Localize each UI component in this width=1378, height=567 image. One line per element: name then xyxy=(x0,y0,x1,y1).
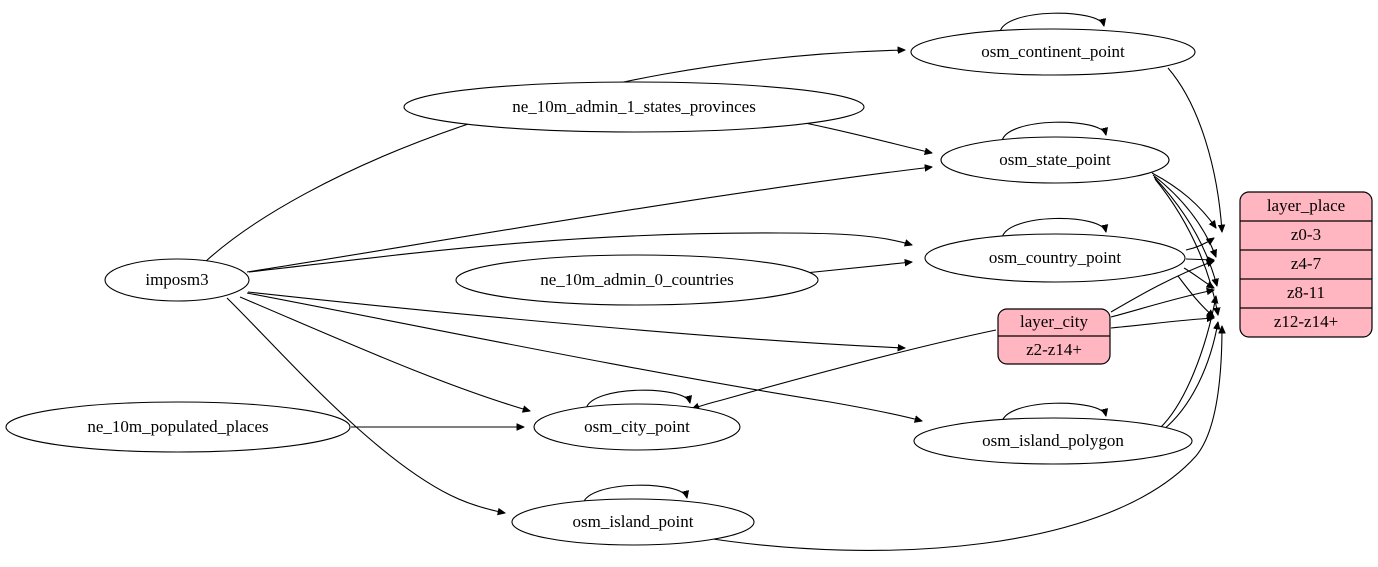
osm_city_point-ellipse[interactable] xyxy=(533,403,741,451)
osm_country_point-label: osm_country_point xyxy=(989,248,1121,267)
osm_city_point-label: osm_city_point xyxy=(584,417,690,436)
edge-imposm3-to-osm_city_point xyxy=(239,296,530,411)
selfloop-osm_island_polygon xyxy=(1001,402,1106,423)
ne_10m_admin_1_states_provinces-ellipse[interactable] xyxy=(403,81,865,133)
osm_continent_point-ellipse[interactable] xyxy=(910,28,1196,76)
edge-imposm3-to-layer_city xyxy=(247,291,905,348)
edge-osm_continent_point-to-layer_place-z0-3 xyxy=(1167,67,1222,232)
edge-osm_island_polygon-to-layer_place-z12 xyxy=(1162,322,1218,431)
edge-osm_island_point-to-layer_place-z12 xyxy=(699,326,1222,551)
osm_island_polygon-ellipse[interactable] xyxy=(913,417,1193,465)
edge-ne_countries-to-osm_country_point xyxy=(804,262,912,274)
edge-imposm3-to-osm_island_polygon xyxy=(246,292,922,421)
edge-osm_island_polygon-to-layer_place-z8-11 xyxy=(1159,296,1216,429)
osm_island_point-label: osm_island_point xyxy=(573,512,694,531)
node-osm_country_point[interactable]: osm_country_point xyxy=(924,233,1186,283)
node-osm_island_polygon[interactable]: osm_island_polygon xyxy=(913,417,1193,465)
edge-osm_state_point-to-layer_place-z0-3 xyxy=(1151,172,1216,228)
node-osm_city_point[interactable]: osm_city_point xyxy=(533,403,741,451)
node-layer_place[interactable]: layer_place z0-3 z4-7 z8-11 z12-z14+ xyxy=(1239,191,1373,338)
osm_country_point-ellipse[interactable] xyxy=(924,233,1186,283)
node-layer_city[interactable]: layer_city z2-z14+ xyxy=(997,308,1111,365)
edge-imposm3-to-osm_country_point xyxy=(248,232,912,273)
edge-osm_country_point-to-layer_place-z4-7 xyxy=(1185,259,1214,260)
node-osm_state_point[interactable]: osm_state_point xyxy=(940,136,1170,184)
edge-layer_city-to-layer_place-z12 xyxy=(1110,318,1214,329)
ne_10m_populated_places-label: ne_10m_populated_places xyxy=(87,417,268,436)
layer_place-box[interactable] xyxy=(1239,191,1373,338)
osm_state_point-label: osm_state_point xyxy=(999,150,1111,169)
edge-layer_city-to-layer_place-z8-11 xyxy=(1110,290,1214,318)
edge-osm_state_point-to-layer_place-z8-11 xyxy=(1153,176,1217,286)
edge-ne_states-to-osm_state_point xyxy=(799,121,932,153)
osm_island_polygon-label: osm_island_polygon xyxy=(982,431,1124,450)
edge-imposm3-to-osm_island_point xyxy=(226,297,505,513)
osm_continent_point-label: osm_continent_point xyxy=(981,42,1125,61)
edge-osm_country_point-to-layer_place-z8-11 xyxy=(1183,267,1214,288)
layer_city-row-z2-z14plus[interactable]: z2-z14+ xyxy=(1026,340,1082,359)
selfloop-osm_island_point xyxy=(582,484,687,505)
node-ne_10m_admin_0_countries[interactable]: ne_10m_admin_0_countries xyxy=(455,254,819,306)
edge-osm_state_point-to-layer_place-z4-7 xyxy=(1152,174,1216,257)
layer_place-row-z8-11[interactable]: z8-11 xyxy=(1287,283,1325,302)
nodes-layer: imposm3 ne_10m_populated_places ne_10m_a… xyxy=(5,28,1196,546)
node-osm_continent_point[interactable]: osm_continent_point xyxy=(910,28,1196,76)
node-imposm3[interactable]: imposm3 xyxy=(104,258,250,302)
edges-layer xyxy=(204,12,1222,551)
edge-layer_city-to-layer_place-z4-7 xyxy=(1110,261,1214,313)
ne_10m_admin_0_countries-label: ne_10m_admin_0_countries xyxy=(540,270,734,289)
layer_place-row-z12-z14plus[interactable]: z12-z14+ xyxy=(1274,312,1338,331)
ne_10m_populated_places-ellipse[interactable] xyxy=(5,401,351,453)
node-osm_island_point[interactable]: osm_island_point xyxy=(511,498,755,546)
edge-imposm3-to-osm_continent_point xyxy=(204,50,905,263)
osm_state_point-ellipse[interactable] xyxy=(940,136,1170,184)
ne_10m_admin_0_countries-ellipse[interactable] xyxy=(455,254,819,306)
edge-osm_country_point-to-layer_place-z12 xyxy=(1177,275,1214,317)
edge-layer_city-to-osm_city_point xyxy=(692,329,997,409)
selfloop-osm_country_point xyxy=(1001,217,1106,239)
node-ne_10m_populated_places[interactable]: ne_10m_populated_places xyxy=(5,401,351,453)
ne_10m_admin_1_states_provinces-label: ne_10m_admin_1_states_provinces xyxy=(512,97,756,116)
record-nodes-layer: layer_place z0-3 z4-7 z8-11 z12-z14+ lay… xyxy=(997,191,1373,365)
imposm3-ellipse[interactable] xyxy=(104,258,250,302)
selfloop-osm_continent_point xyxy=(999,12,1104,33)
edge-osm_country_point-to-layer_place-z0-3 xyxy=(1185,238,1214,251)
osm_island_point-ellipse[interactable] xyxy=(511,498,755,546)
layer_place-row-z4-7[interactable]: z4-7 xyxy=(1291,254,1322,273)
edge-imposm3-to-osm_state_point xyxy=(246,167,932,273)
layer_city-title: layer_city xyxy=(1020,312,1088,331)
imposm3-label: imposm3 xyxy=(145,270,208,289)
node-ne_10m_admin_1_states_provinces[interactable]: ne_10m_admin_1_states_provinces xyxy=(403,81,865,133)
selfloop-osm_state_point xyxy=(1001,121,1106,142)
layer_place-title: layer_place xyxy=(1267,196,1345,215)
selfloop-osm_city_point xyxy=(585,389,690,410)
layer_place-row-z0-3[interactable]: z0-3 xyxy=(1291,225,1321,244)
